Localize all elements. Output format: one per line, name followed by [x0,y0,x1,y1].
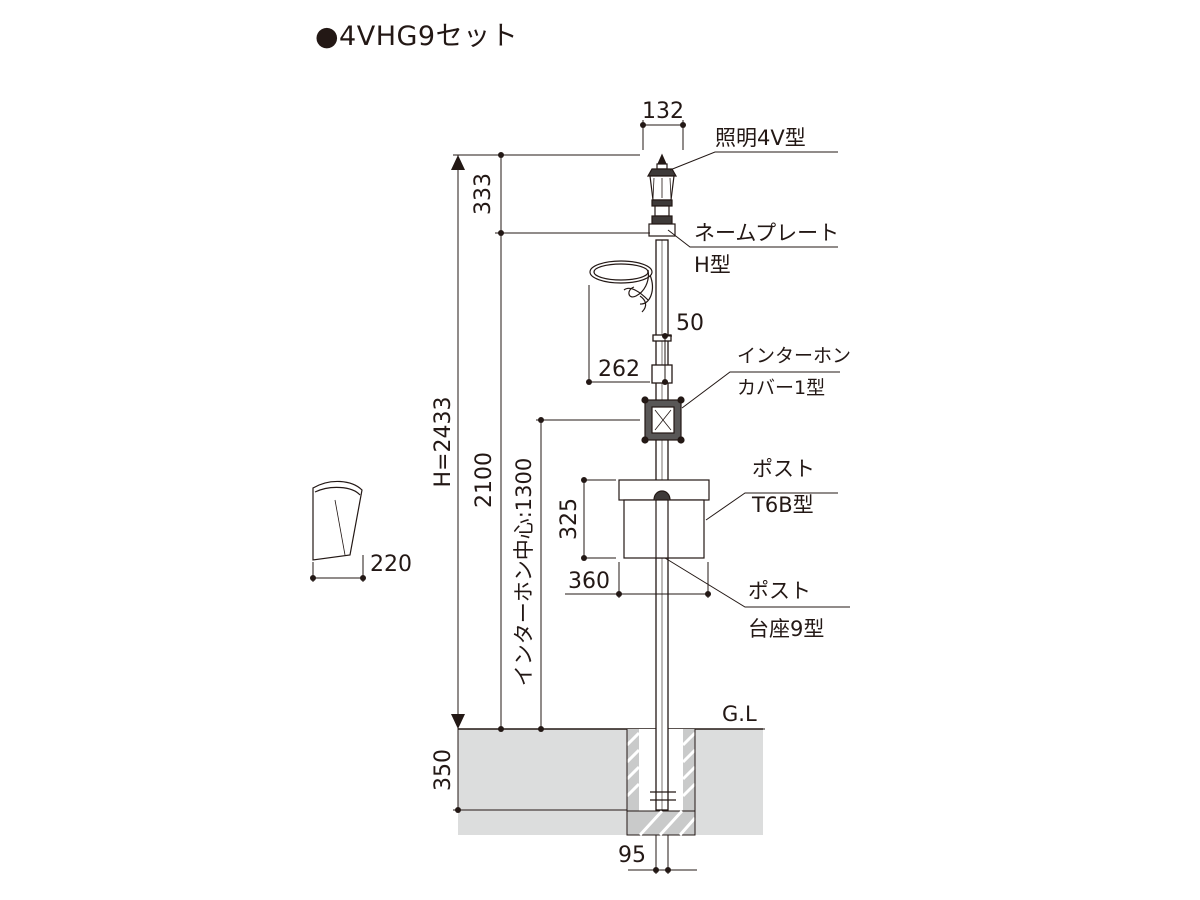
dimension-lines [312,120,709,874]
dim-post-width: 360 [568,569,610,594]
dim-intercom-center: インターホン中心:1300 [512,458,536,687]
dim-light-height: 333 [471,173,496,215]
post-t6b [618,479,710,559]
label-light: 照明4V型 [715,126,806,150]
post-side-view [312,480,363,561]
dim-light-width: 132 [642,99,684,124]
diagram-title: ●4VHG9セット [315,21,519,52]
dim-total-height: H=2433 [431,397,456,488]
dimension-markers [310,122,711,873]
dim-post-height: 325 [557,498,582,540]
intercom-cover [641,396,685,444]
label-intercom-2: カバー1型 [737,377,825,399]
dim-nameplate-width: 262 [598,357,640,382]
dim-nameplate-gap: 50 [676,311,704,336]
label-nameplate-1: ネームプレート [694,221,839,245]
label-nameplate-2: H型 [694,253,731,277]
label-post-1: ポスト [752,457,815,481]
label-intercom-1: インターホン [737,345,851,367]
label-base-1: ポスト [748,579,811,603]
dim-nameplate-height: 2100 [472,452,497,508]
dim-embed-depth: 350 [431,749,456,791]
leader-lines [664,151,850,730]
dim-pole-width: 95 [618,843,646,868]
ground-level-label: G.L [722,702,757,726]
ground-area [458,728,763,835]
label-base-2: 台座9型 [748,617,824,641]
nameplate-h [589,260,653,313]
label-post-2: T6B型 [751,493,814,517]
lamp-4v [646,153,678,237]
dim-side-depth: 220 [370,552,412,577]
